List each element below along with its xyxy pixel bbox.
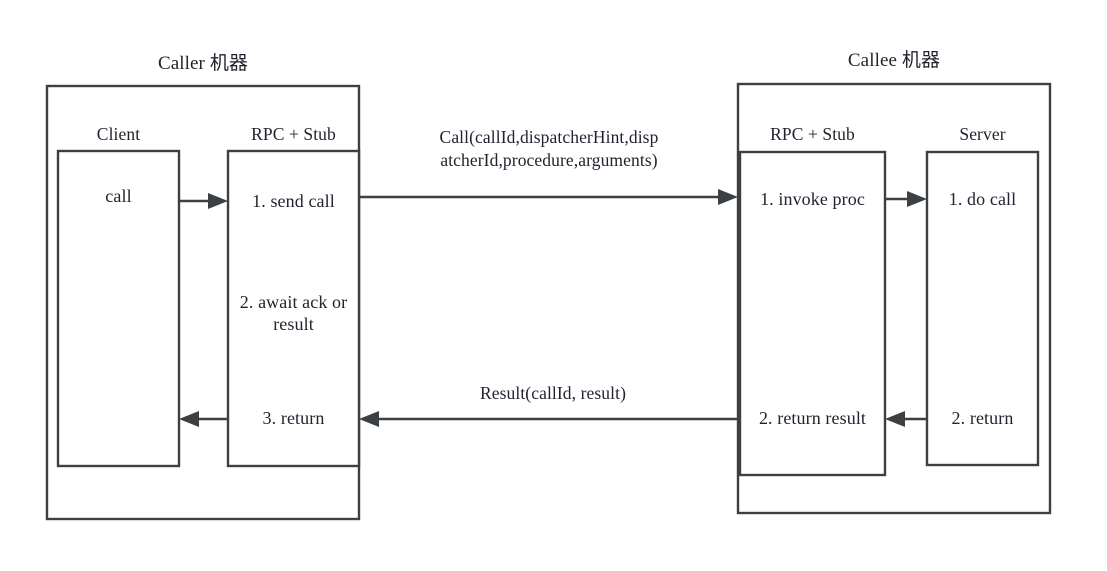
arrow-request-head [718,189,738,205]
arrow-server-to-rpc-head [885,411,905,427]
caller-rpc-step-1: 1. send call [252,191,335,211]
callee-server-label: Server [959,124,1006,144]
response-message-label: Result(callId, result) [479,383,627,403]
caller-rpc-step-3: 3. return [262,408,325,428]
request-message-label: Call(callId,dispatcherHint,disp atcherId… [439,127,659,170]
callee-rpc-step-1: 1. invoke proc [760,189,865,209]
caller-rpc-stub-label: RPC + Stub [251,124,336,144]
caller-rpc-stub-box [226,149,361,468]
callee-server-step-1: 1. do call [948,189,1017,209]
caller-rpc-step-2: 2. await ack or result [239,292,348,334]
caller-client-box [56,149,181,468]
callee-rpc-stub-box [738,150,887,477]
callee-server-box [925,150,1040,467]
arrow-client-to-rpc-head [208,193,228,209]
caller-client-label: Client [96,124,141,144]
caller-machine-title: Caller 机器 [157,53,249,74]
callee-rpc-step-2: 2. return result [758,408,867,428]
caller-client-step-call: call [105,186,132,206]
callee-rpc-stub-label: RPC + Stub [770,124,855,144]
callee-machine-title: Callee 机器 [847,50,941,71]
arrow-rpc-to-client-head [179,411,199,427]
arrow-response-head [359,411,379,427]
callee-server-step-2: 2. return [951,408,1014,428]
arrow-rpc-to-server-head [907,191,927,207]
